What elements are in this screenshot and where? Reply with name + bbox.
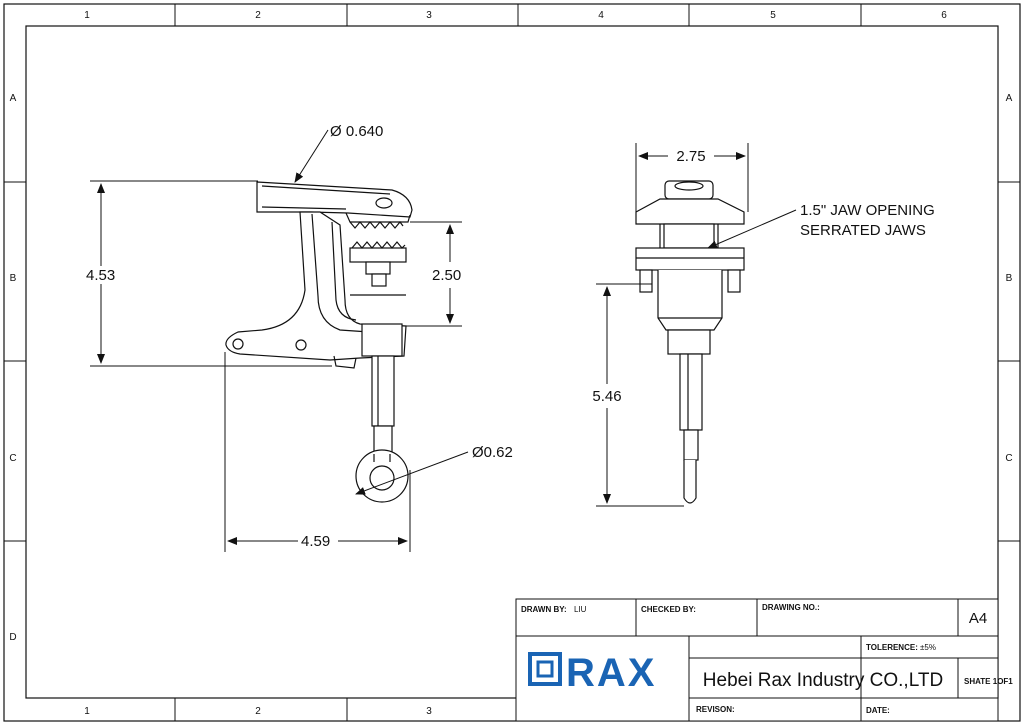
front-view-dimension-labels: 2.75 5.46 1.5" JAW OPENING SERRATED JAWS — [592, 148, 934, 405]
side-view-clamp — [225, 181, 413, 503]
logo-text: RAX — [566, 651, 656, 695]
side-view-dimension-labels: Ø 0.640 4.53 2.50 Ø0.62 4.59 — [86, 123, 513, 550]
zone-col-6: 6 — [941, 10, 947, 21]
sheet-label: SHATE 1OF1 — [964, 677, 1013, 686]
zone-row-a: A — [10, 93, 17, 104]
dim-overall-depth: 4.59 — [301, 533, 330, 550]
company-name: Hebei Rax Industry CO.,LTD — [703, 670, 943, 691]
zone-labels-bottom: 1 2 3 — [84, 706, 432, 717]
zone-col-3-bottom: 3 — [426, 706, 432, 717]
zone-row-c-right: C — [1005, 453, 1012, 464]
zone-col-4: 4 — [598, 10, 604, 21]
zone-row-b: B — [10, 273, 17, 284]
date-label: DATE: — [866, 706, 890, 715]
front-view-dimensions — [596, 143, 797, 507]
title-block-text: DRAWN BY: LIU CHECKED BY: DRAWING NO.: A… — [521, 603, 1013, 715]
zone-col-2: 2 — [255, 10, 261, 21]
zone-labels-top: 1 2 3 4 5 6 — [84, 10, 947, 21]
zone-row-c: C — [9, 453, 16, 464]
checked-by-label: CHECKED BY: — [641, 605, 696, 614]
zone-col-1-bottom: 1 — [84, 706, 90, 717]
zone-col-2-bottom: 2 — [255, 706, 261, 717]
rax-logo: RAX — [528, 651, 656, 695]
zone-col-3: 3 — [426, 10, 432, 21]
note-serrated-jaws: SERRATED JAWS — [800, 222, 926, 239]
tolerance-value: ±5% — [920, 643, 936, 652]
note-jaw-opening: 1.5" JAW OPENING — [800, 202, 935, 219]
dim-overall-height: 4.53 — [86, 267, 115, 284]
title-block — [515, 598, 999, 722]
dim-clamp-tube-diameter: Ø 0.640 — [330, 123, 383, 140]
tolerance-label: TOLERENCE: — [866, 643, 918, 652]
zone-col-5: 5 — [770, 10, 776, 21]
side-view-dimensions — [90, 129, 469, 552]
dim-jaw-width: 2.75 — [676, 148, 705, 165]
zone-labels-rows: A B C D A B C — [9, 93, 1012, 643]
zone-col-1: 1 — [84, 10, 90, 21]
revision-label: REVISON: — [696, 705, 735, 714]
zone-row-d: D — [9, 632, 16, 643]
drawing-no-label: DRAWING NO.: — [762, 603, 820, 612]
dim-jaw-height: 2.50 — [432, 267, 461, 284]
zone-row-b-right: B — [1006, 273, 1013, 284]
sheet-size: A4 — [969, 610, 987, 627]
dim-eye-diameter: Ø0.62 — [472, 444, 513, 461]
dim-screw-length: 5.46 — [592, 388, 621, 405]
zone-row-a-right: A — [1006, 93, 1013, 104]
sheet-frame — [3, 3, 1021, 722]
drawn-by-value: LIU — [574, 605, 587, 614]
logo-square-icon — [528, 652, 562, 686]
front-view-clamp — [635, 180, 745, 504]
drawn-by-label: DRAWN BY: — [521, 605, 567, 614]
